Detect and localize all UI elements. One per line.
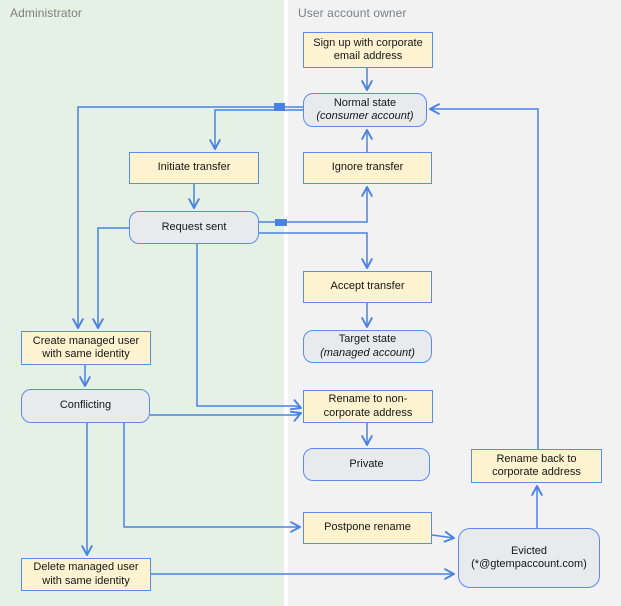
edge-normal-state-to-create-managed-user [72, 106, 303, 329]
node-request-sent: Request sent [129, 211, 259, 244]
node-label-line: Target state [338, 333, 397, 345]
node-evicted: Evicted (*@gtempaccount.com) [458, 528, 600, 588]
swimlane-administrator: Administrator [0, 0, 284, 606]
edge-rename-back-to-normal-state [429, 103, 539, 449]
node-label-line: with same identity [42, 574, 130, 587]
node-label-line: Delete managed user [33, 561, 139, 573]
node-conflicting: Conflicting [21, 389, 150, 423]
edge-request-sent-to-ignore-transfer [259, 186, 373, 223]
node-private: Private [303, 448, 430, 481]
edge-conflicting-to-postpone-rename [123, 423, 301, 533]
node-create-managed-user: Create managed user with same identity [21, 331, 151, 365]
edge-conflicting-to-rename-non-corporate [150, 410, 302, 422]
node-label-line: Accept transfer [330, 280, 405, 293]
node-rename-non-corporate: Rename to non- corporate address [303, 390, 433, 423]
node-label-line: corporate address [492, 466, 581, 478]
node-label-line: email address [333, 50, 403, 62]
node-label-line: Ignore transfer [331, 161, 404, 174]
node-accept-transfer: Accept transfer [303, 271, 432, 303]
edge-junction-marker [274, 103, 285, 111]
node-label-line: Private [349, 457, 384, 470]
node-sign-up: Sign up with corporate email address [303, 32, 433, 68]
edge-postpone-rename-to-evicted [431, 531, 455, 543]
node-label-line: Sign up with corporate [313, 36, 423, 49]
node-label-line: Evicted [510, 544, 548, 557]
node-initiate-transfer: Initiate transfer [129, 152, 259, 184]
edge-request-sent-to-rename-non-corporate [196, 244, 302, 411]
node-label-line: Initiate transfer [157, 161, 231, 174]
swimlane-administrator-title: Administrator [10, 6, 82, 20]
node-label-line: Postpone rename [324, 521, 411, 534]
edge-request-sent-to-accept-transfer [259, 232, 373, 269]
node-normal-state: Normal state (consumer account) [303, 93, 427, 127]
node-target-state: Target state (managed account) [303, 330, 432, 363]
node-label-line: Rename to non- [328, 393, 408, 405]
edge-request-sent-to-create-managed-user [92, 227, 129, 329]
node-label-line: Rename back to [496, 452, 577, 465]
node-label-line: Request sent [161, 220, 227, 233]
node-ignore-transfer: Ignore transfer [303, 152, 432, 184]
node-label-line: Create managed user [32, 334, 140, 347]
swimlane-user-account-owner-title: User account owner [298, 6, 407, 20]
node-label-line: (consumer account) [316, 110, 414, 122]
edge-normal-state-to-initiate-transfer [209, 109, 303, 150]
node-label-line: Conflicting [59, 399, 112, 412]
node-label-line: corporate address [323, 406, 413, 419]
node-label-line: with same identity [42, 348, 130, 360]
node-label-line: (*@gtempaccount.com) [471, 558, 587, 570]
edge-junction-marker [275, 219, 287, 226]
node-postpone-rename: Postpone rename [303, 512, 432, 544]
node-label-line: (managed account) [320, 346, 415, 359]
node-rename-back: Rename back to corporate address [471, 449, 602, 483]
node-delete-managed-user: Delete managed user with same identity [21, 558, 151, 591]
node-label-line: Normal state [333, 96, 397, 109]
